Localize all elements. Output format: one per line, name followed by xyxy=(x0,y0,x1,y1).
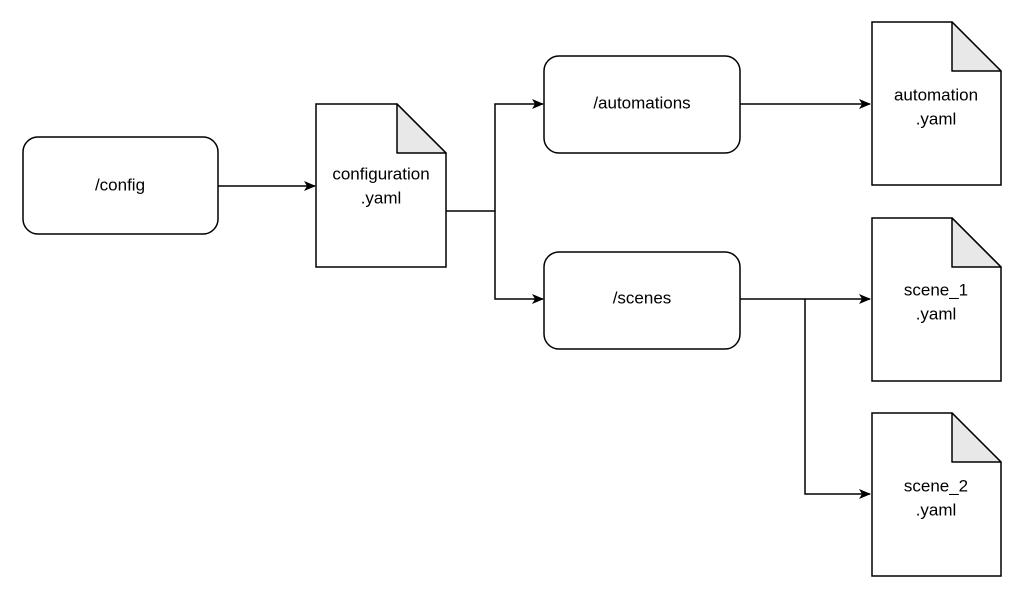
scene-1-yaml-label-line1: scene_1 xyxy=(904,280,968,299)
edge-configuration-yaml-to-automations xyxy=(446,99,544,212)
automations-label: /automations xyxy=(593,93,690,112)
scenes-box xyxy=(543,251,741,350)
configuration-yaml-label-line2: .yaml xyxy=(361,188,402,207)
scene-1-yaml-file-icon xyxy=(871,217,1002,382)
scene-2-yaml-label-line2: .yaml xyxy=(916,500,957,519)
edge-scenes-to-scene-2-yaml xyxy=(804,299,871,499)
automation-yaml-label-line1: automation xyxy=(894,85,978,104)
node-config: /config xyxy=(22,136,219,235)
automation-yaml-label-line2: .yaml xyxy=(916,109,957,128)
edges xyxy=(218,99,871,499)
node-scene-1-yaml: scene_1 .yaml xyxy=(871,217,1002,382)
configuration-yaml-label-line1: configuration xyxy=(332,164,429,183)
node-scenes: /scenes xyxy=(543,251,741,350)
configuration-yaml-fold-corner xyxy=(396,103,447,154)
node-scene-2-yaml: scene_2 .yaml xyxy=(871,412,1002,577)
scene-2-yaml-label-line1: scene_2 xyxy=(904,476,968,495)
scene-1-yaml-fold-corner xyxy=(951,217,1002,268)
scene-1-yaml-label-line2: .yaml xyxy=(916,304,957,323)
node-configuration-yaml: configuration .yaml xyxy=(315,103,447,268)
automation-yaml-fold-corner xyxy=(951,21,1002,72)
node-automation-yaml: automation .yaml xyxy=(871,21,1002,186)
config-label: /config xyxy=(95,175,145,194)
configuration-yaml-file-icon xyxy=(315,103,447,268)
scenes-label: /scenes xyxy=(613,288,672,307)
edge-configuration-yaml-to-scenes xyxy=(494,211,544,304)
config-box xyxy=(22,136,219,235)
node-automations: /automations xyxy=(543,55,741,154)
automations-box xyxy=(543,55,741,154)
scene-2-yaml-fold-corner xyxy=(951,412,1002,463)
